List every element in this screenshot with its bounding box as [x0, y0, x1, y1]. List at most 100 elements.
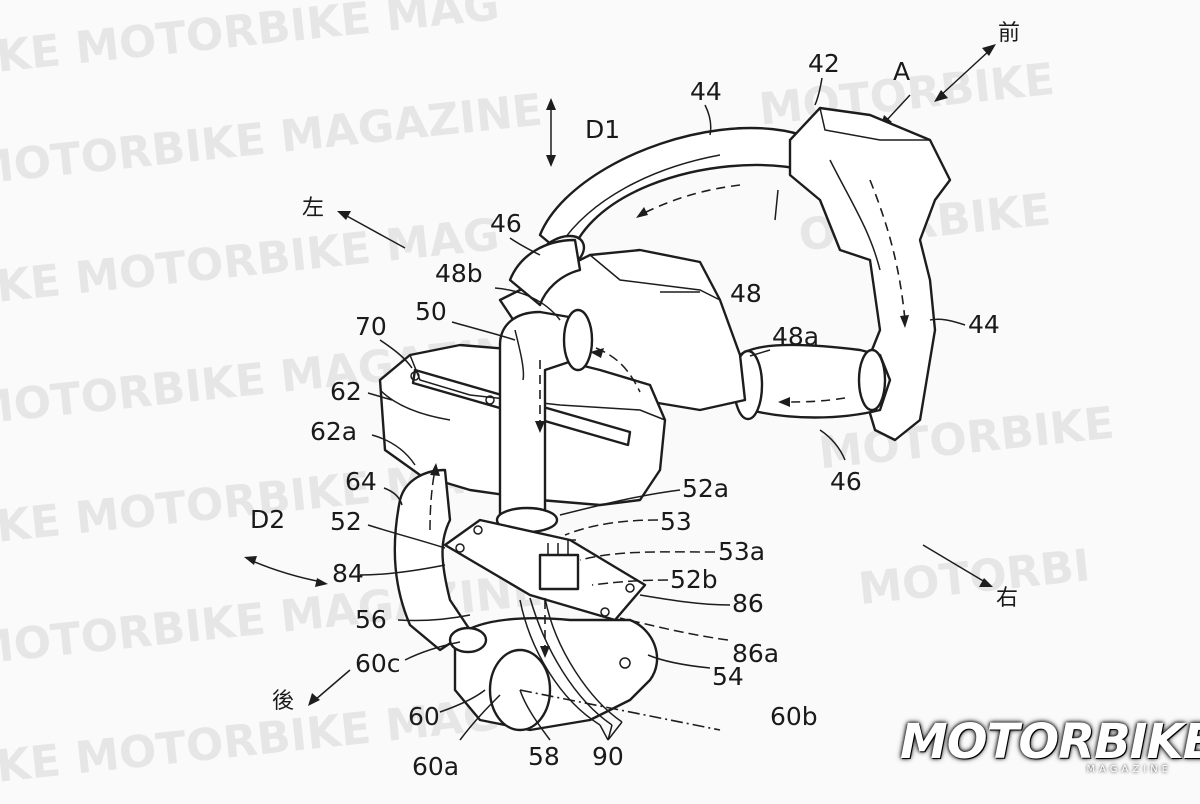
label-44-right: 44	[968, 310, 1000, 339]
label-46-top: 46	[490, 209, 522, 238]
actuator-terminals	[547, 539, 576, 555]
leader-44-right	[929, 318, 966, 326]
label-52b: 52b	[670, 565, 718, 594]
exhaust-pipe-46-right	[738, 343, 892, 419]
exhaust-system-drawing	[378, 106, 952, 732]
leader-46-right	[819, 429, 846, 461]
label-48b: 48b	[435, 259, 483, 288]
label-70: 70	[355, 312, 387, 341]
flow-arrowhead-side	[430, 463, 440, 476]
label-86a: 86a	[732, 639, 779, 668]
svg-text:MOTORBIKE MAGAZINE: MOTORBIKE MAGAZINE	[0, 85, 545, 196]
direction-arrows	[244, 44, 996, 706]
label-52: 52	[330, 507, 362, 536]
label-62: 62	[330, 377, 362, 406]
label-A: A	[893, 57, 910, 86]
muffler-62-side	[379, 389, 451, 421]
bracket-70	[411, 368, 632, 447]
leader-84	[359, 564, 446, 576]
wire-90-c	[544, 597, 623, 723]
leader-50	[451, 321, 516, 341]
reference-labels: 42 A 前 44 D1 左 46 48b 48 50 70 48a 44 62…	[250, 21, 1020, 781]
label-right: 右	[996, 586, 1018, 611]
leader-52	[367, 524, 446, 549]
brand-subtitle: MAGAZINE	[1086, 764, 1172, 775]
pipe-46-right-end	[857, 348, 887, 412]
leader-54	[647, 654, 711, 669]
label-D1: D1	[585, 115, 620, 144]
header-42	[788, 106, 952, 442]
pipe-46-upper	[508, 238, 582, 307]
elbow-50-collar	[562, 308, 594, 372]
leader-48a	[749, 349, 771, 357]
label-60: 60	[408, 702, 440, 731]
label-44-top: 44	[690, 77, 722, 106]
label-56: 56	[355, 605, 387, 634]
label-60b: 60b	[770, 702, 818, 731]
label-60a: 60a	[412, 752, 459, 781]
wire-90-b	[529, 597, 613, 726]
label-86: 86	[732, 589, 764, 618]
label-62a: 62a	[310, 417, 357, 446]
front-arrow	[939, 49, 991, 97]
bracket-70-bolt-mid	[485, 395, 495, 405]
leader-62	[367, 392, 393, 401]
flow-line-lower-right	[784, 397, 846, 403]
leader-44-top	[704, 104, 712, 136]
plate-bolt-4	[600, 607, 610, 617]
rear-arrowhead	[308, 693, 320, 706]
leader-60a	[459, 694, 501, 741]
flow-arrowhead-lower	[540, 646, 550, 658]
leader-56	[397, 614, 471, 622]
plate-bolt-3	[625, 583, 635, 593]
label-46-right: 46	[830, 467, 862, 496]
d2-arrowheads	[244, 556, 328, 587]
leader-53a	[579, 551, 716, 561]
front-arrowheads	[934, 44, 996, 102]
label-58: 58	[528, 742, 560, 771]
brand-logo: MOTORBIKE MAGAZINE	[900, 718, 1200, 775]
leader-46-top	[509, 237, 541, 256]
leader-42	[814, 77, 823, 106]
label-90: 90	[592, 742, 624, 771]
header-tick	[774, 189, 779, 221]
leader-lines	[359, 77, 966, 741]
header-42-top-edge	[819, 107, 930, 141]
svg-text:IKE MOTORBIKE MAG: IKE MOTORBIKE MAG	[0, 0, 502, 84]
elbow-50-contour	[514, 329, 525, 381]
leader-64	[383, 487, 403, 506]
pipe-44-contour	[559, 154, 721, 246]
elbow-pipe-50	[498, 310, 577, 522]
flow-line-right	[869, 179, 906, 321]
label-48: 48	[730, 279, 762, 308]
connector-60c	[448, 626, 488, 654]
label-front: 前	[998, 21, 1020, 46]
flow-line-side	[429, 469, 436, 531]
chamber-48-edge	[589, 254, 721, 301]
flow-line-upper	[639, 184, 741, 216]
leader-90	[599, 721, 623, 741]
leader-48b	[494, 287, 561, 321]
flow-arrowhead-lower-right	[778, 397, 790, 407]
valve-actuator-53a	[538, 553, 580, 591]
header-42-inner-line	[829, 159, 881, 271]
flow-arrowhead-upper	[636, 207, 648, 218]
label-84: 84	[332, 559, 364, 588]
flow-arrowhead-chamber	[590, 348, 604, 358]
left-arrowhead	[337, 211, 351, 220]
centerline-60b	[519, 689, 721, 731]
leader-70	[379, 339, 413, 369]
flow-arrowhead-right	[900, 315, 909, 328]
label-53a: 53a	[718, 537, 765, 566]
label-48a: 48a	[772, 322, 819, 351]
leader-52b	[591, 579, 669, 586]
label-42: 42	[808, 49, 840, 78]
leader-58	[519, 689, 551, 741]
plate-bolt-1	[473, 525, 483, 535]
leader-53	[564, 519, 659, 536]
label-52a: 52a	[682, 474, 729, 503]
right-arrow	[922, 544, 986, 583]
side-pipe-64	[393, 468, 472, 652]
label-rear: 後	[272, 689, 294, 714]
svg-text:MOTORBI: MOTORBI	[856, 540, 1092, 615]
